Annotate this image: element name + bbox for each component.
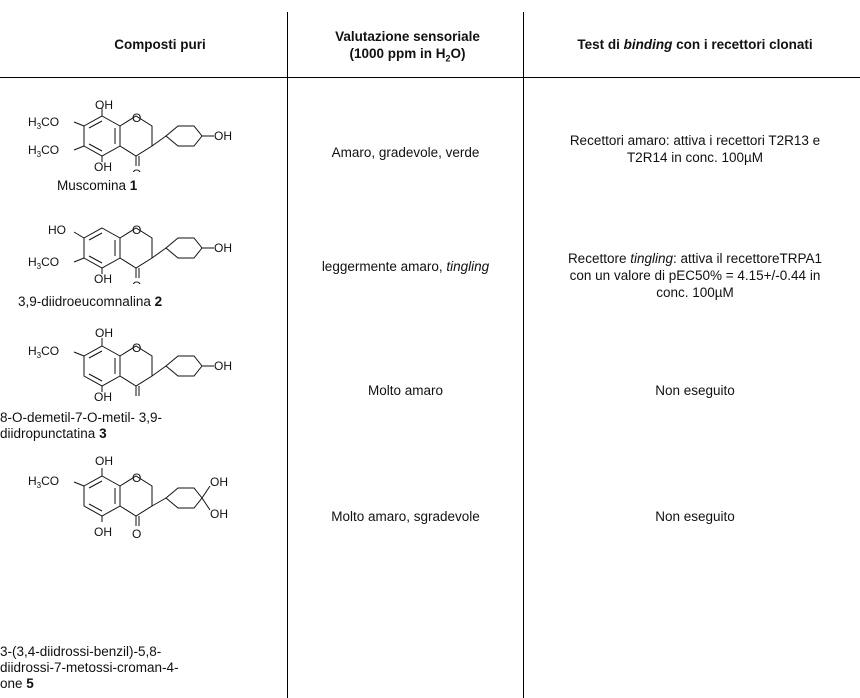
structure-muscomina: OH OH O O OH H3CO H3CO bbox=[22, 98, 262, 181]
binding-3: Non eseguito bbox=[530, 382, 860, 399]
h3co-label-1: H3CO bbox=[28, 115, 59, 131]
h3co-label: H3CO bbox=[28, 255, 59, 271]
o-label: O bbox=[132, 527, 141, 541]
compound-name-3-line2-text: diidropunctatina bbox=[0, 426, 100, 441]
header-sensory-sub: 2 bbox=[445, 53, 451, 64]
header-compounds: Composti puri bbox=[60, 36, 260, 53]
oh-label: OH bbox=[95, 454, 113, 468]
oh-label: OH bbox=[95, 100, 113, 112]
compound-name-5-line3-text: one bbox=[0, 676, 27, 691]
compound-name-3: 8-O-demetil-7-O-metil- 3,9- diidropuncta… bbox=[0, 410, 162, 442]
oh-label: OH bbox=[94, 272, 112, 284]
compound-name-5: 3-(3,4-diidrossi-benzil)-5,8- diidrossi-… bbox=[0, 644, 179, 692]
oh-label: OH bbox=[94, 390, 112, 402]
oh-label: OH bbox=[214, 359, 232, 373]
h3co-label-2: H3CO bbox=[28, 143, 59, 159]
header-sensory-pre: (1000 ppm in H bbox=[349, 46, 446, 61]
oh-label: OH bbox=[210, 507, 228, 521]
compound-name-2-text: 3,9-diidroeucomnalina bbox=[18, 294, 155, 309]
binding-4: Non eseguito bbox=[530, 508, 860, 525]
sensory-2-italic: tingling bbox=[446, 259, 490, 274]
compound-name-3-line1: 8-O-demetil-7-O-metil- 3,9- bbox=[0, 410, 163, 425]
header-compounds-text: Composti puri bbox=[114, 37, 206, 52]
binding-1-line1: Recettori amaro: attiva i recettori T2R1… bbox=[569, 133, 821, 148]
header-binding-pre: Test di bbox=[577, 37, 624, 52]
sensory-3: Molto amaro bbox=[288, 382, 523, 399]
oh-label: OH bbox=[214, 129, 232, 143]
ho-label: HO bbox=[48, 223, 66, 237]
header-binding-post: con i recettori clonati bbox=[672, 37, 813, 52]
compound-name-5-line2: diidrossi-7-metossi-croman-4- bbox=[0, 660, 179, 675]
o-label: O bbox=[132, 223, 141, 237]
oh-label: OH bbox=[210, 475, 228, 489]
binding-3-text: Non eseguito bbox=[655, 383, 735, 398]
o-label: O bbox=[132, 279, 141, 284]
header-binding-italic: binding bbox=[623, 37, 673, 52]
column-divider-1 bbox=[287, 12, 288, 698]
o-label: O bbox=[132, 167, 141, 172]
header-sensory: Valutazione sensoriale (1000 ppm in H2O) bbox=[290, 28, 525, 68]
sensory-4-text: Molto amaro, sgradevole bbox=[331, 509, 480, 524]
compound-name-5-line3: one 5 bbox=[0, 676, 179, 692]
sensory-2-text: leggermente amaro, bbox=[321, 259, 447, 274]
binding-2-post: : attiva il recettoreTRPA1 bbox=[673, 251, 823, 266]
compound-name-1-text: Muscomina bbox=[57, 178, 130, 193]
binding-2-pre: Recettore bbox=[567, 251, 631, 266]
h3co-label: H3CO bbox=[28, 474, 59, 490]
header-sensory-line1: Valutazione sensoriale bbox=[335, 29, 480, 44]
binding-2-line1: Recettore tingling: attiva il recettoreT… bbox=[530, 250, 860, 267]
sensory-1-text: Amaro, gradevole, verde bbox=[331, 145, 480, 160]
o-label: O bbox=[132, 471, 141, 485]
binding-2: Recettore tingling: attiva il recettoreT… bbox=[530, 250, 860, 301]
structure-croman-4-one: OH O OH O OH OH H3CO bbox=[22, 452, 262, 563]
binding-4-text: Non eseguito bbox=[655, 509, 735, 524]
compound-name-5-line1: 3-(3,4-diidrossi-benzil)-5,8- bbox=[0, 644, 162, 659]
header-sensory-line2: (1000 ppm in H2O) bbox=[290, 45, 525, 68]
header-binding: Test di binding con i recettori clonati bbox=[530, 36, 860, 53]
column-divider-2 bbox=[523, 12, 524, 698]
binding-1-line2: T2R14 in conc. 100µM bbox=[626, 150, 764, 165]
compound-number-3: 3 bbox=[99, 426, 107, 441]
compound-number-1: 1 bbox=[129, 178, 138, 193]
binding-2-line2: con un valore di pEC50% = 4.15+/-0.44 in bbox=[569, 268, 821, 283]
compound-number-5: 5 bbox=[26, 676, 34, 691]
oh-label: OH bbox=[214, 241, 232, 255]
h3co-label: H3CO bbox=[28, 344, 59, 360]
header-sensory-post: O) bbox=[450, 46, 466, 61]
structure-diidroeucomnalina: HO O OH O OH H3CO bbox=[22, 212, 262, 293]
sensory-1: Amaro, gradevole, verde bbox=[288, 144, 523, 161]
compound-name-1: Muscomina 1 bbox=[57, 178, 137, 194]
binding-2-line3: conc. 100µM bbox=[656, 285, 734, 300]
o-label: O bbox=[132, 341, 141, 355]
sensory-3-text: Molto amaro bbox=[367, 383, 444, 398]
o-label: O bbox=[132, 111, 141, 125]
header-divider bbox=[0, 77, 860, 78]
compound-number-2: 2 bbox=[154, 294, 163, 309]
oh-label: OH bbox=[94, 160, 112, 172]
sensory-4: Molto amaro, sgradevole bbox=[288, 508, 523, 525]
structure-diidropunctatina: OH O OH OH H3CO bbox=[22, 326, 262, 407]
binding-1: Recettori amaro: attiva i recettori T2R1… bbox=[530, 132, 860, 166]
sensory-2: leggermente amaro, tingling bbox=[288, 258, 523, 275]
compound-name-3-line2: diidropunctatina 3 bbox=[0, 426, 162, 442]
oh-label: OH bbox=[95, 326, 113, 340]
oh-label: OH bbox=[94, 525, 112, 539]
compound-name-2: 3,9-diidroeucomnalina 2 bbox=[18, 294, 162, 310]
binding-2-italic: tingling bbox=[630, 251, 673, 266]
